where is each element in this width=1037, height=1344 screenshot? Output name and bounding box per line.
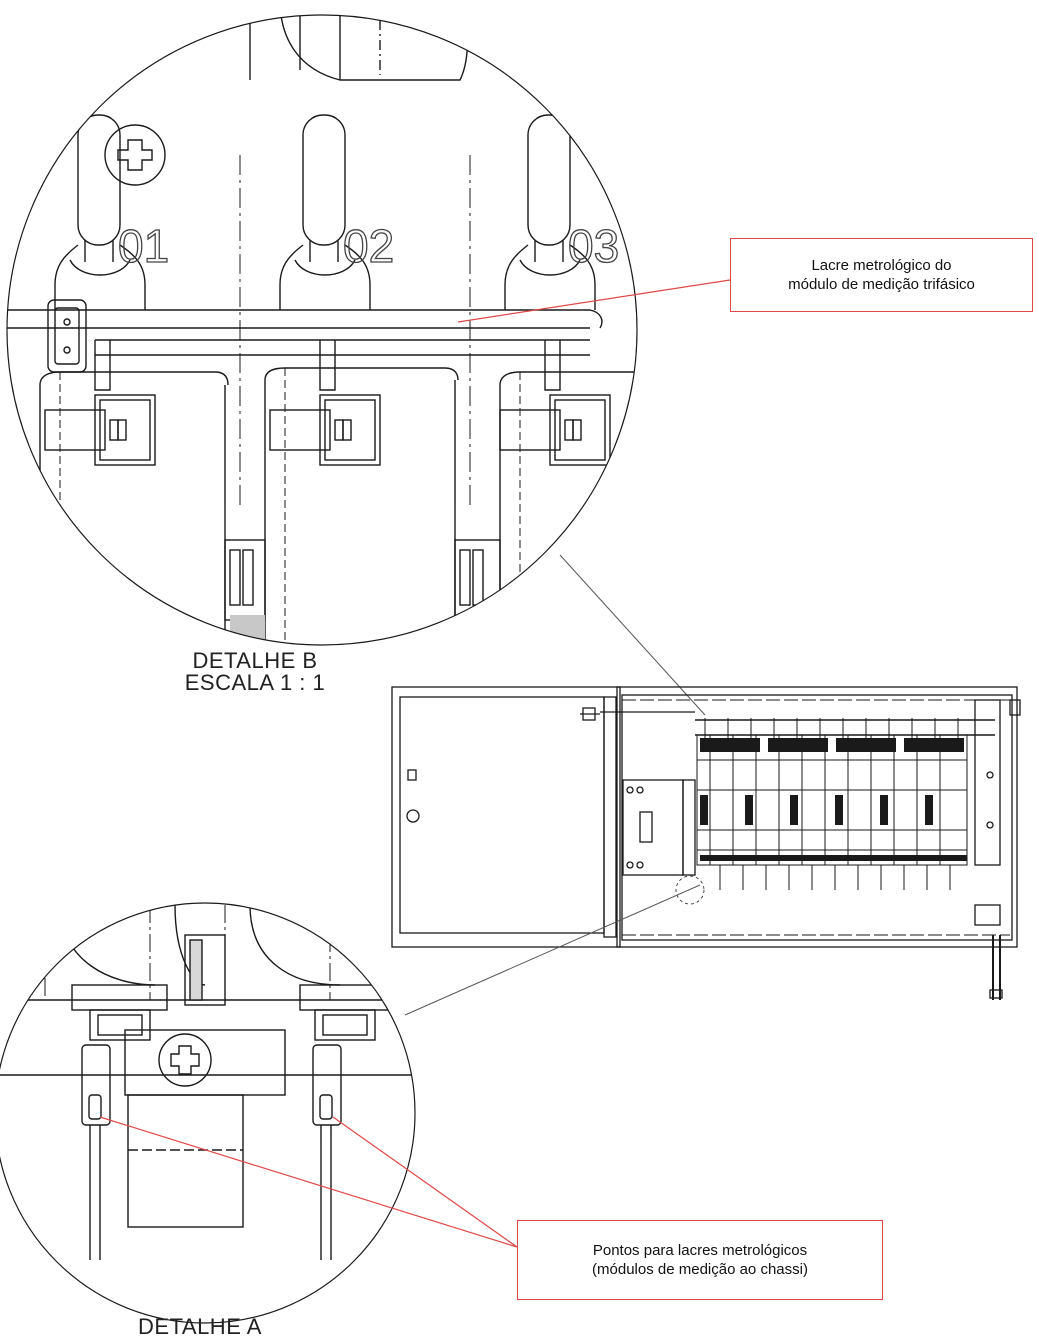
leader-seal-module xyxy=(457,279,731,323)
callout-seal-module-line2: módulo de medição trifásico xyxy=(788,276,975,293)
callout-seal-points-line1: Pontos para lacres metrológicos xyxy=(592,1242,808,1259)
callout-leaders xyxy=(99,279,731,1248)
phase-label-3: 03 xyxy=(568,220,619,272)
callout-seal-module-line1: Lacre metrológico do xyxy=(811,257,952,274)
detail-b-label: DETALHE B ESCALA 1 : 1 xyxy=(150,650,360,694)
detail-a-label: DETALHE A xyxy=(110,1316,290,1338)
callout-seal-module: Lacre metrológico do módulo de medição t… xyxy=(730,238,1033,312)
detail-b-title: DETALHE B xyxy=(192,648,318,673)
detail-b-leader xyxy=(559,554,706,716)
detail-b-scale: ESCALA 1 : 1 xyxy=(184,670,326,695)
main-panel-view xyxy=(391,686,1021,1000)
detail-b-view xyxy=(6,14,638,646)
leader-seal-point-left xyxy=(99,1116,518,1248)
leader-seal-point-right xyxy=(332,1116,518,1248)
phase-label-1: 01 xyxy=(118,220,169,272)
detail-a-title: DETALHE A xyxy=(138,1314,262,1339)
callout-seal-points-line2: (módulos de medição ao chassi) xyxy=(592,1261,808,1278)
phase-labels: 01 02 03 xyxy=(117,219,619,272)
detail-a-view xyxy=(0,902,416,1324)
callout-seal-points: Pontos para lacres metrológicos (módulos… xyxy=(517,1220,883,1300)
phase-label-2: 02 xyxy=(343,220,394,272)
detail-a-leader xyxy=(404,884,701,1016)
